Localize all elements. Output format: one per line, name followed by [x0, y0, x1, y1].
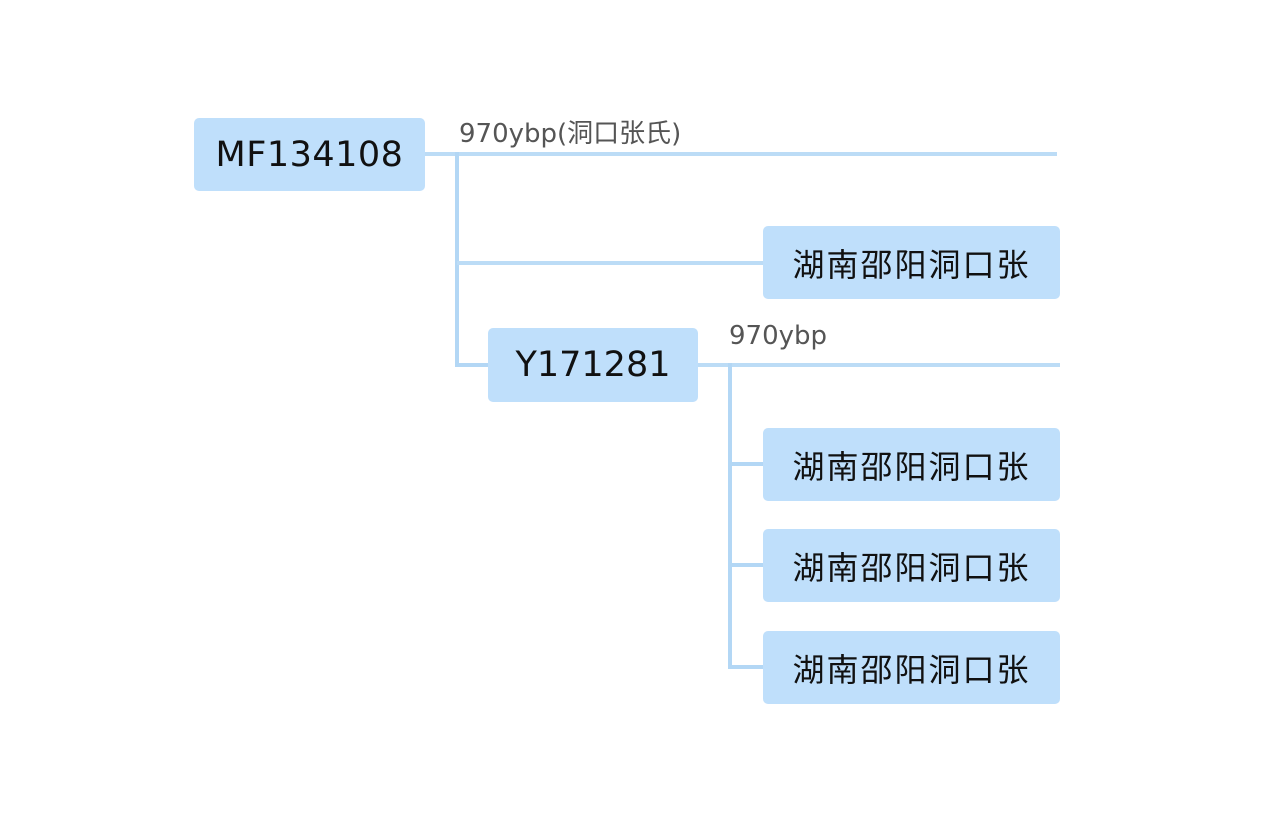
root-branch-leaf-1 — [457, 261, 763, 265]
mid-branch-leaf-2 — [730, 563, 763, 567]
root-timeline — [424, 152, 1057, 156]
node-leaf[interactable]: 湖南邵阳洞口张 — [763, 428, 1060, 501]
node-leaf-label: 湖南邵阳洞口张 — [792, 650, 1031, 689]
mid-timeline — [697, 363, 1060, 367]
root-age-label: 970ybp(洞口张氏) — [459, 119, 682, 149]
root-trunk — [455, 152, 459, 367]
node-leaf-label: 湖南邵阳洞口张 — [792, 447, 1031, 486]
node-leaf[interactable]: 湖南邵阳洞口张 — [763, 226, 1060, 299]
mid-age-label: 970ybp — [729, 321, 828, 351]
mid-trunk — [728, 363, 732, 669]
node-subclade-label: Y171281 — [515, 345, 671, 385]
node-leaf[interactable]: 湖南邵阳洞口张 — [763, 631, 1060, 704]
node-root-label: MF134108 — [215, 134, 404, 175]
node-subclade[interactable]: Y171281 — [488, 328, 698, 402]
mid-branch-leaf-1 — [730, 462, 763, 466]
node-root[interactable]: MF134108 — [194, 118, 425, 191]
root-branch-mid — [457, 363, 488, 367]
mid-branch-leaf-3 — [730, 665, 763, 669]
node-leaf[interactable]: 湖南邵阳洞口张 — [763, 529, 1060, 602]
node-leaf-label: 湖南邵阳洞口张 — [792, 245, 1031, 284]
node-leaf-label: 湖南邵阳洞口张 — [792, 548, 1031, 587]
